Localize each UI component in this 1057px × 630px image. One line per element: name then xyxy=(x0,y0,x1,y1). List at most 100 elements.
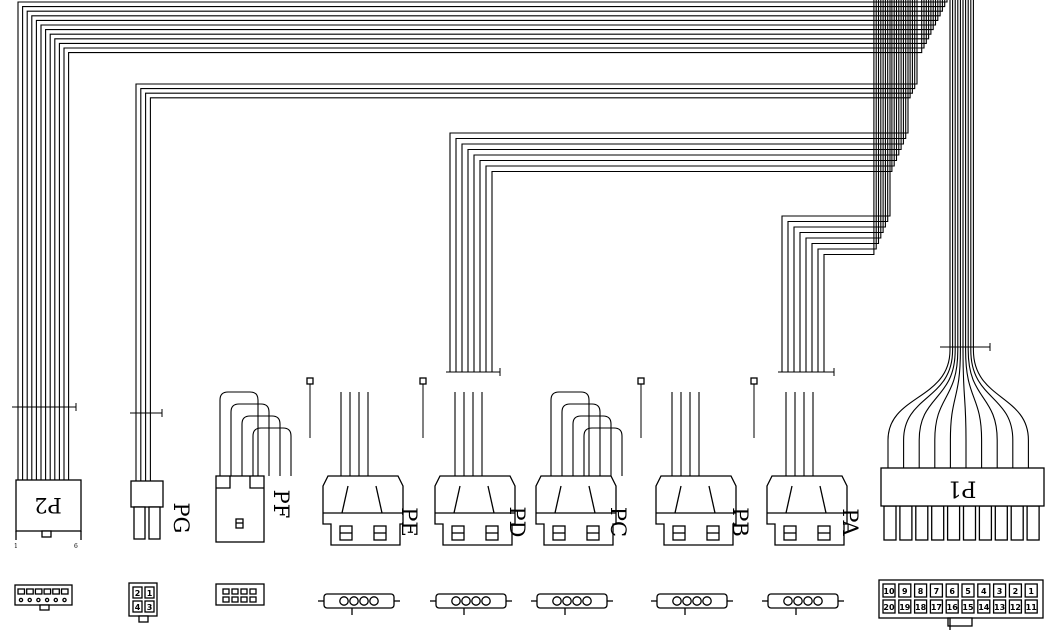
p1-wire-bundle xyxy=(883,0,1040,541)
p1-pin-stub xyxy=(1026,505,1040,541)
pa-feed-wire xyxy=(787,0,889,372)
p1-pin-cell xyxy=(992,599,1007,614)
p1-pin-cell xyxy=(882,583,896,598)
p1-pin-stub xyxy=(899,505,913,541)
pd-feed-wire xyxy=(479,0,898,372)
pd-feed-wire xyxy=(491,0,893,372)
p2-label: P2 xyxy=(34,493,62,517)
chain-wire xyxy=(230,403,270,476)
p2-wire xyxy=(17,0,948,480)
p1-pin-number: 10 xyxy=(883,587,895,596)
p1-pin-cell xyxy=(898,599,912,614)
chain-wire xyxy=(219,391,259,476)
p1-pin-cell xyxy=(961,599,975,614)
pe-face-view xyxy=(318,593,400,615)
p1-pin-number: 16 xyxy=(947,603,959,612)
p2-wire xyxy=(40,0,937,480)
pd-label: PD xyxy=(505,507,529,538)
p2-connector: 1 6 P2 xyxy=(14,479,82,550)
pd-feed-wire xyxy=(455,0,907,372)
p1-pin-cell xyxy=(913,599,928,614)
p1-pin-number: 12 xyxy=(1010,603,1021,612)
p1-pin-cell xyxy=(945,599,959,614)
pd-feed-wire xyxy=(473,0,900,372)
chain-tie-head xyxy=(637,377,645,385)
p2-wire xyxy=(31,0,941,480)
p2-wire-bundle xyxy=(17,0,948,480)
pg-wire xyxy=(140,0,916,481)
pg-connector: PG xyxy=(130,480,193,540)
p1-pin-cell xyxy=(929,599,944,614)
pa-label: PA xyxy=(838,508,862,536)
p2-wire xyxy=(26,0,943,480)
pg-pin-3: 3 xyxy=(147,603,153,612)
pd-connector xyxy=(434,475,516,546)
p1-pin-stub xyxy=(1010,505,1024,541)
pd-feed-wire xyxy=(467,0,902,372)
chain-wire xyxy=(241,415,281,476)
pa-feed-wire xyxy=(781,0,891,372)
pg-face-view: 2 1 4 3 xyxy=(128,582,158,623)
pc-face-view xyxy=(531,593,613,615)
left-chain-wires xyxy=(219,377,483,476)
p2-wire xyxy=(63,0,925,480)
pg-wire xyxy=(145,0,913,481)
chain-wire xyxy=(583,427,623,476)
p1-pin-stub xyxy=(883,505,897,541)
pc-label: PC xyxy=(606,507,630,537)
p2-wire xyxy=(54,0,930,480)
p1-pin-stub xyxy=(994,505,1008,541)
chain-wire xyxy=(252,427,292,476)
p1-pin-number: 1 xyxy=(1028,587,1034,596)
p2-face-view xyxy=(14,584,73,611)
pf-connector: PF xyxy=(215,475,293,543)
p2-wire xyxy=(58,0,927,480)
pa-face-view xyxy=(762,593,844,615)
pd-feed-wire xyxy=(461,0,904,372)
p1-wire xyxy=(949,0,961,468)
pb-connector xyxy=(655,475,737,546)
pc-connector xyxy=(535,475,617,546)
chain-tie-head xyxy=(750,377,758,385)
p1-pin-cell xyxy=(1008,583,1023,598)
p1-pin-cell xyxy=(945,583,959,598)
pg-label: PG xyxy=(169,503,193,534)
p1-pin-cell xyxy=(977,599,991,614)
p1-pin-cell xyxy=(977,583,991,598)
p1-wire xyxy=(918,0,956,468)
p1-pin-cell xyxy=(1024,599,1038,614)
pd-feed-wire xyxy=(449,0,909,372)
p1-pin-number: 7 xyxy=(934,587,940,596)
p1-cable-tie xyxy=(940,343,991,351)
p1-wire xyxy=(965,0,983,468)
chain-wire xyxy=(561,403,601,476)
p1-pin-number: 18 xyxy=(915,603,927,612)
p2-cable-tie xyxy=(12,403,77,411)
svg-text:1: 1 xyxy=(14,543,18,550)
p1-pin-stub xyxy=(978,505,993,541)
p1-pin-number: 17 xyxy=(931,603,942,612)
pg-cable-tie xyxy=(130,409,163,417)
pa-feed-wire-bundle xyxy=(778,0,891,376)
p1-pin-number: 5 xyxy=(965,587,971,596)
pg-pin-1: 1 xyxy=(147,589,153,598)
pd-face-view xyxy=(430,593,512,615)
p1-pin-stub xyxy=(946,505,961,541)
pg-wire xyxy=(135,0,918,481)
p1-pin-cell xyxy=(1024,583,1038,598)
p1-connector: P1 xyxy=(880,467,1045,507)
chain-tie-head xyxy=(419,377,427,385)
p2-wire xyxy=(49,0,932,480)
pd-feed-wire-bundle xyxy=(446,0,909,376)
pg-pin-2: 2 xyxy=(135,589,141,598)
p1-pin-number: 13 xyxy=(994,603,1005,612)
p1-pin-number: 15 xyxy=(962,603,974,612)
p1-label: P1 xyxy=(948,476,977,501)
svg-text:6: 6 xyxy=(74,543,78,550)
pa-feed-wire xyxy=(811,0,880,372)
p1-pin-number: 3 xyxy=(997,587,1003,596)
pa-feed-wire xyxy=(805,0,882,372)
pa-connector xyxy=(766,475,848,546)
pa-feed-wire xyxy=(799,0,884,372)
